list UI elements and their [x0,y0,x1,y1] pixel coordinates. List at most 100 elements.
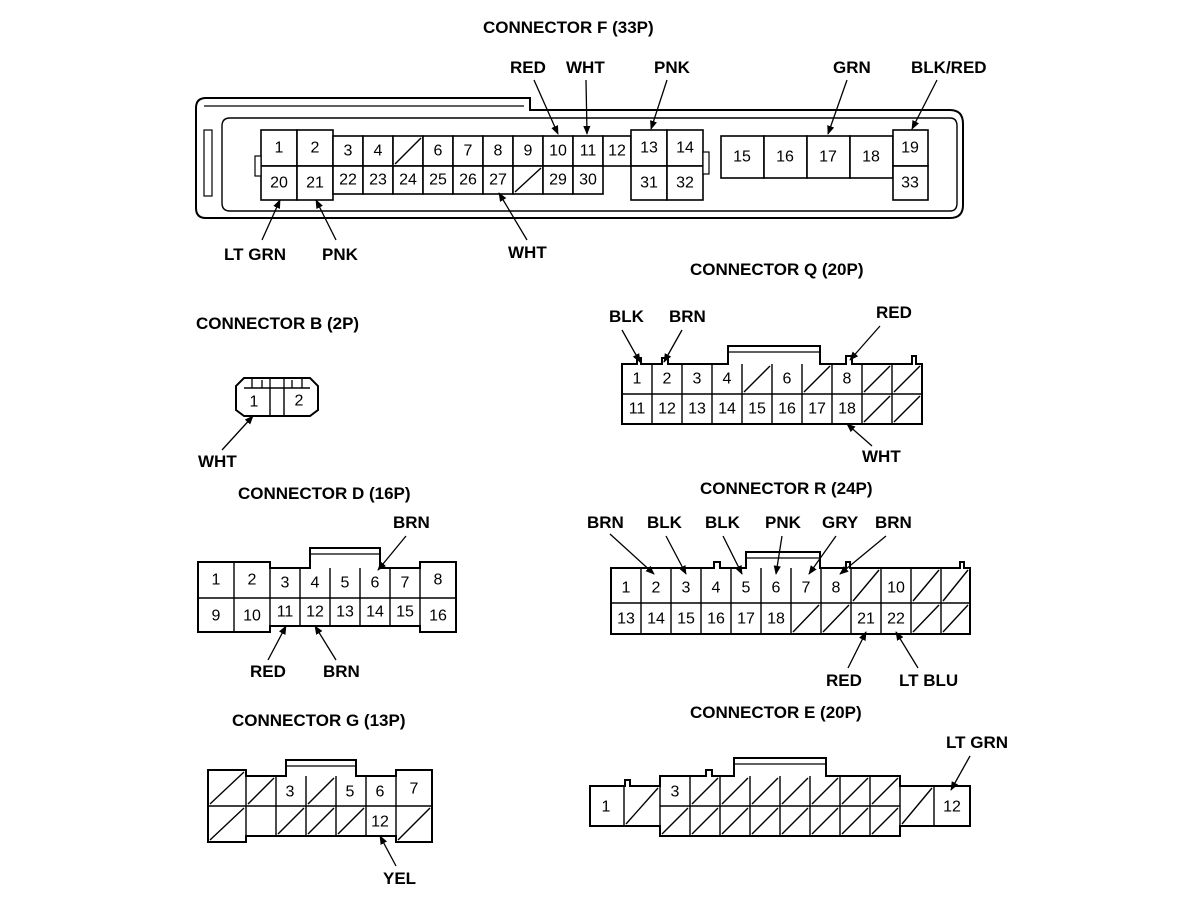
pin-label: 33 [901,175,919,192]
wire-label: BRN [323,662,360,681]
wire-label: WHT [566,58,605,77]
wire-label: LT BLU [899,671,958,690]
pin-label: 5 [341,575,350,592]
connector-f: CONNECTOR F (33P) [195,18,987,264]
pin-label: 2 [652,580,661,597]
pin-label: 3 [286,784,295,801]
connector-d-title: CONNECTOR D (16P) [238,484,411,503]
pin-label: 15 [677,611,695,628]
pin-label: 22 [339,172,357,189]
pin-label: 7 [401,575,410,592]
pin-label: 7 [410,781,419,798]
wire-label: RED [510,58,546,77]
connector-d-housing [197,547,457,633]
pin-label: 4 [374,143,383,160]
pin-label: 6 [772,580,781,597]
pin-label: 26 [459,172,477,189]
wire-label: YEL [383,869,416,888]
pin-label: 22 [887,611,905,628]
pin-label: 12 [306,604,324,621]
pin-label: 27 [489,172,507,189]
pin-label: 6 [371,575,380,592]
pin-label: 13 [688,401,706,418]
pin-label: 18 [862,149,880,166]
pin-label: 3 [693,371,702,388]
pin-label: 17 [737,611,755,628]
wire-label: GRY [822,513,859,532]
connector-r: CONNECTOR R (24P) 1 2 3 4 5 6 7 8 10 13 … [587,479,971,690]
wire-label: LT GRN [224,245,286,264]
pin-label: 13 [336,604,354,621]
pin-label: 5 [742,580,751,597]
pin-label: 16 [429,608,447,625]
pin-label: 16 [778,401,796,418]
pin-label: 11 [629,401,646,418]
connector-e: CONNECTOR E (20P) 1 3 12 LT G [589,703,1008,837]
pin-label: 2 [663,371,672,388]
pin-label: 6 [783,371,792,388]
connector-b-title: CONNECTOR B (2P) [196,314,359,333]
pin-label: 4 [723,371,732,388]
pin-label: 9 [524,143,533,160]
pin-label: 1 [212,572,221,589]
wire-label: RED [826,671,862,690]
pin-label: 32 [676,175,694,192]
wire-label: BRN [393,513,430,532]
pin-label: 12 [371,814,389,831]
pin-label: 25 [429,172,447,189]
wire-label: WHT [508,243,547,262]
pin-label: 1 [602,799,611,816]
pin-label: 9 [212,608,221,625]
wire-label: BLK [609,307,645,326]
wire-label: BRN [875,513,912,532]
connector-q: CONNECTOR Q (20P) 1 2 3 4 6 8 11 12 13 1… [609,260,923,466]
pin-label: 7 [802,580,811,597]
wire-label: RED [250,662,286,681]
wire-label: LT GRN [946,733,1008,752]
wire-label: GRN [833,58,871,77]
pin-label: 29 [549,172,567,189]
pin-label: 15 [396,604,414,621]
pin-label: 11 [277,604,294,621]
pin-label: 20 [270,175,288,192]
pin-label: 10 [887,580,905,597]
pin-label: 8 [434,572,443,589]
wire-label: PNK [765,513,802,532]
connector-r-housing [610,551,971,635]
wire-label: WHT [862,447,901,466]
connector-f-inner [221,117,958,212]
pin-label: 14 [718,401,736,418]
pin-label: 11 [580,143,597,160]
pin-label: 4 [712,580,721,597]
connector-r-title: CONNECTOR R (24P) [700,479,873,498]
pin-label: 3 [682,580,691,597]
wire-label: PNK [322,245,359,264]
pin-label: 31 [640,175,658,192]
pin-label: 17 [808,401,826,418]
pin-label: 19 [901,140,919,157]
pin-label: 6 [434,143,443,160]
pin-label: 17 [819,149,837,166]
pin-label: 12 [608,143,626,160]
pin-label: 10 [549,143,567,160]
pin-label: 3 [281,575,290,592]
pin-label: 21 [857,611,875,628]
pin-label: 2 [295,393,304,410]
pin-label: 1 [622,580,631,597]
pin-label: 6 [376,784,385,801]
connector-f-housing [195,97,964,219]
pin-label: 3 [671,784,680,801]
pin-label: 15 [733,149,751,166]
pin-label: 18 [767,611,785,628]
pin-label: 14 [366,604,384,621]
pin-label: 15 [748,401,766,418]
pin-label: 1 [275,140,284,157]
pin-label: 16 [707,611,725,628]
pin-label: 18 [838,401,856,418]
connector-g: CONNECTOR G (13P) 3 5 6 7 12 YEL [207,711,433,888]
wire-label: BRN [587,513,624,532]
pin-label: 8 [843,371,852,388]
connector-e-title: CONNECTOR E (20P) [690,703,862,722]
pin-label: 23 [369,172,387,189]
